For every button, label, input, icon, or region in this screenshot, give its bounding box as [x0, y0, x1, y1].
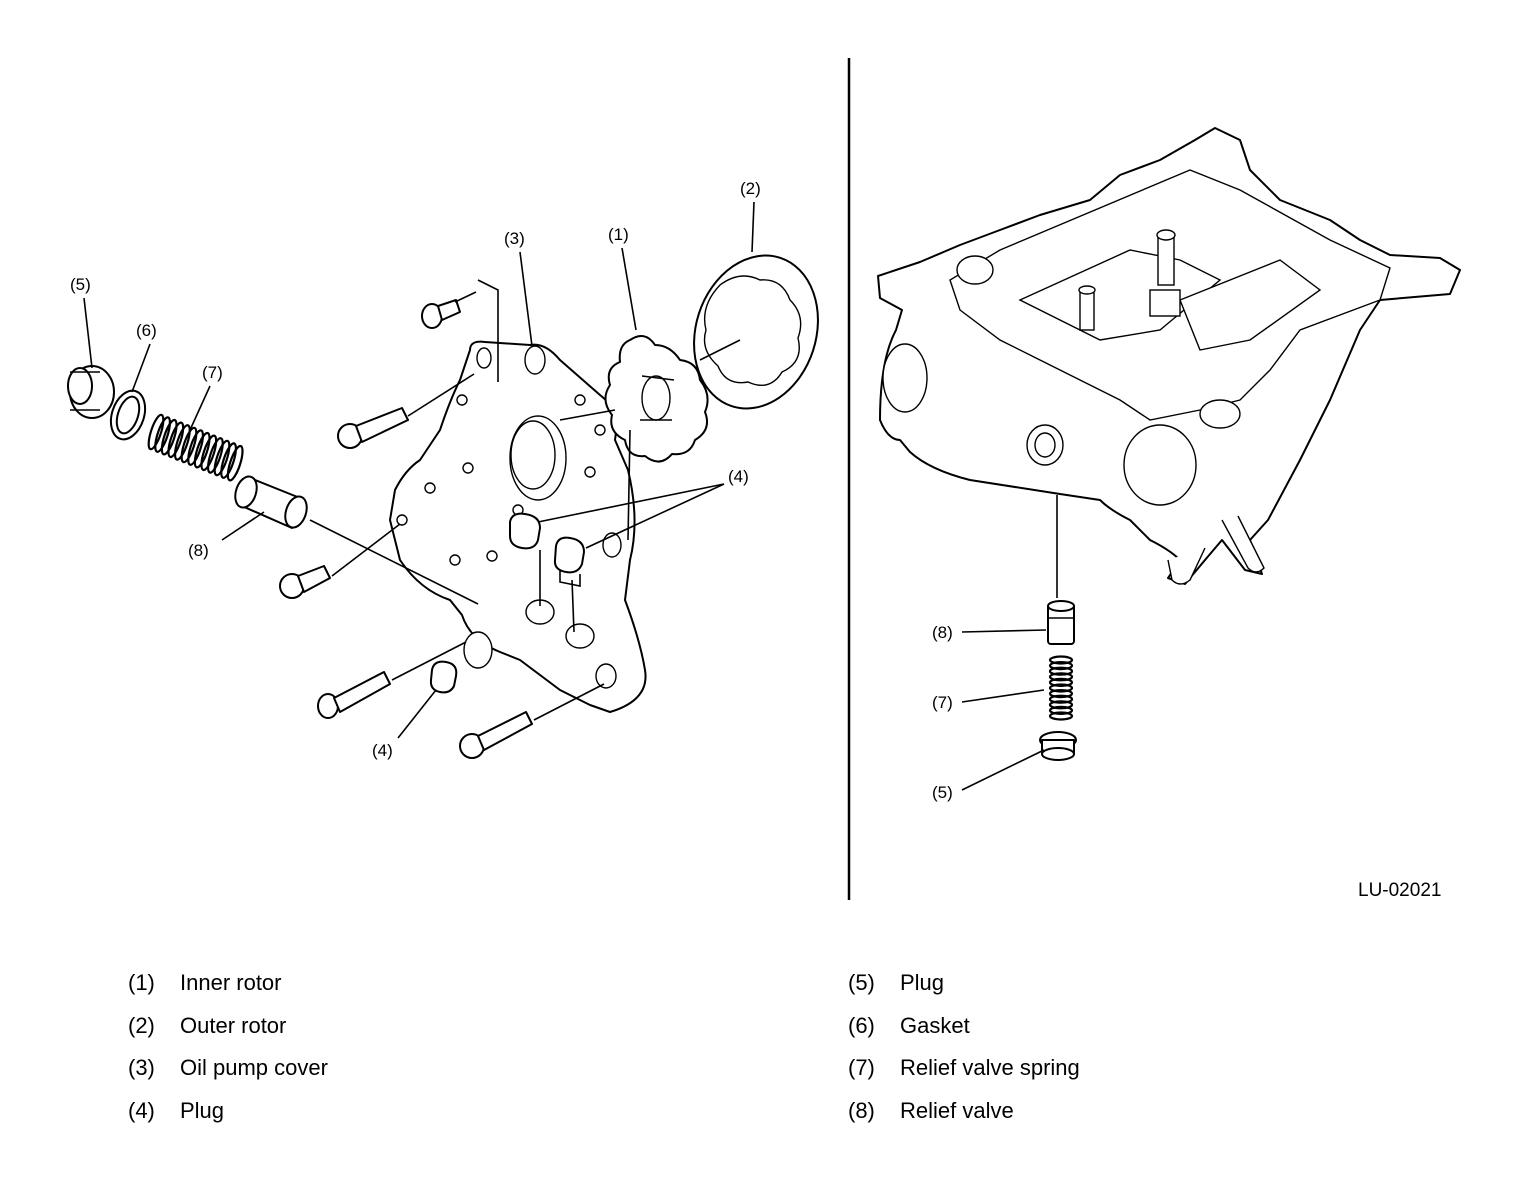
legend-left-column: (1) Inner rotor (2) Outer rotor (3) Oil pump … — [128, 962, 328, 1132]
plug-part-right — [1039, 731, 1077, 761]
outer-rotor — [693, 254, 819, 410]
plug-part-left — [67, 365, 115, 419]
legend-item: (3) Oil pump cover — [128, 1047, 328, 1090]
spring-coil — [1048, 655, 1074, 665]
bolt-long-bottom — [317, 671, 391, 719]
bolt-top — [421, 299, 461, 329]
legend-item: (1) Inner rotor — [128, 962, 328, 1005]
spring-coil — [1048, 672, 1074, 682]
callout-left-7: (7) — [202, 363, 223, 382]
callout-right-7: (7) — [932, 693, 953, 712]
relief-valve-spring-right — [1048, 655, 1074, 721]
legend-part-name: Gasket — [900, 1012, 970, 1038]
spring-coil — [220, 442, 238, 479]
legend-part-name: Plug — [900, 970, 945, 995]
callout-left-4-lower: (4) — [372, 741, 393, 760]
spring-coil — [1048, 666, 1074, 676]
legend-part-name: Relief valve spring — [900, 1055, 1080, 1080]
inner-rotor — [604, 335, 709, 463]
spring-coil — [1048, 711, 1074, 721]
spring-coil — [1048, 683, 1074, 693]
oil-pump-exploded-view — [67, 254, 819, 759]
spring-coil — [1048, 660, 1074, 671]
gasket-part — [109, 389, 147, 441]
callout-left-5: (5) — [70, 275, 91, 294]
legend-item: (4) Plug — [128, 1090, 328, 1133]
spring-coil — [1048, 694, 1074, 704]
spring-coil — [173, 424, 191, 461]
callout-left-2: (2) — [740, 179, 761, 198]
callout-left-3: (3) — [504, 229, 525, 248]
plug-4-lower — [429, 660, 458, 694]
legend-item: (2) Outer rotor — [128, 1005, 328, 1048]
spring-coil — [1048, 705, 1074, 716]
legend-item: (5) Plug — [848, 962, 1080, 1005]
spring-coil — [180, 426, 198, 464]
spring-coil — [1048, 677, 1074, 688]
legend-part-name: Outer rotor — [180, 1012, 287, 1038]
legend-number: (8) — [848, 1097, 875, 1123]
legend-part-name: Inner rotor — [180, 970, 282, 995]
legend-part-name: Oil pump cover — [180, 1055, 328, 1080]
spring-coil — [187, 429, 205, 466]
right-callouts: (8) (7) (5) — [932, 623, 1047, 802]
exploded-diagram: (5) (6) (7) (8) (3) (1) (2) (4) (4) — [67, 58, 1461, 901]
legend-number: (5) — [848, 970, 875, 995]
spring-coil — [167, 421, 185, 459]
legend-item: (7) Relief valve spring — [848, 1047, 1080, 1090]
callout-left-4-upper: (4) — [728, 467, 749, 486]
spring-coil — [1048, 700, 1074, 710]
relief-valve-left — [234, 475, 308, 529]
callout-left-1: (1) — [608, 225, 629, 244]
spring-coil — [160, 418, 178, 456]
spring-coil — [200, 434, 218, 472]
spring-coil — [193, 431, 211, 469]
legend-number: (6) — [848, 1012, 875, 1038]
figure-code: LU-02021 — [1358, 880, 1441, 901]
cylinder-block-lower-view — [877, 127, 1461, 598]
spring-coil — [226, 444, 244, 482]
legend-number: (3) — [128, 1055, 155, 1080]
relief-valve-spring-left — [147, 413, 244, 482]
legend-right-column: (5) Plug (6) Gasket (7) Relief valve spring (8… — [848, 962, 1080, 1132]
legend-part-name: Plug — [180, 1097, 225, 1123]
legend-number: (4) — [128, 1097, 155, 1123]
plug-4-upper — [509, 512, 541, 550]
legend-number: (2) — [128, 1012, 155, 1038]
spring-coil — [1048, 688, 1074, 699]
legend-item: (8) Relief valve — [848, 1090, 1080, 1133]
callout-left-6: (6) — [136, 321, 157, 340]
spring-coil — [206, 437, 224, 474]
spring-coil — [154, 416, 172, 453]
left-callouts: (5) (6) (7) (8) (3) (1) (2) (4) (4) — [70, 179, 761, 760]
legend-part-name: Relief valve — [900, 1097, 1014, 1123]
bolt-upper-left — [337, 407, 409, 449]
spring-coil — [147, 413, 165, 451]
bolt-bottom-right — [459, 711, 533, 759]
callout-right-8: (8) — [932, 623, 953, 642]
callout-right-5: (5) — [932, 783, 953, 802]
relief-valve-right — [1047, 600, 1075, 645]
spring-coil — [213, 439, 231, 477]
bolt-mid-left — [279, 565, 331, 599]
legend-number: (1) — [128, 970, 155, 995]
plug-4-middle — [553, 536, 585, 587]
callout-left-8: (8) — [188, 541, 209, 560]
legend-number: (7) — [848, 1055, 875, 1080]
legend-item: (6) Gasket — [848, 1005, 1080, 1048]
